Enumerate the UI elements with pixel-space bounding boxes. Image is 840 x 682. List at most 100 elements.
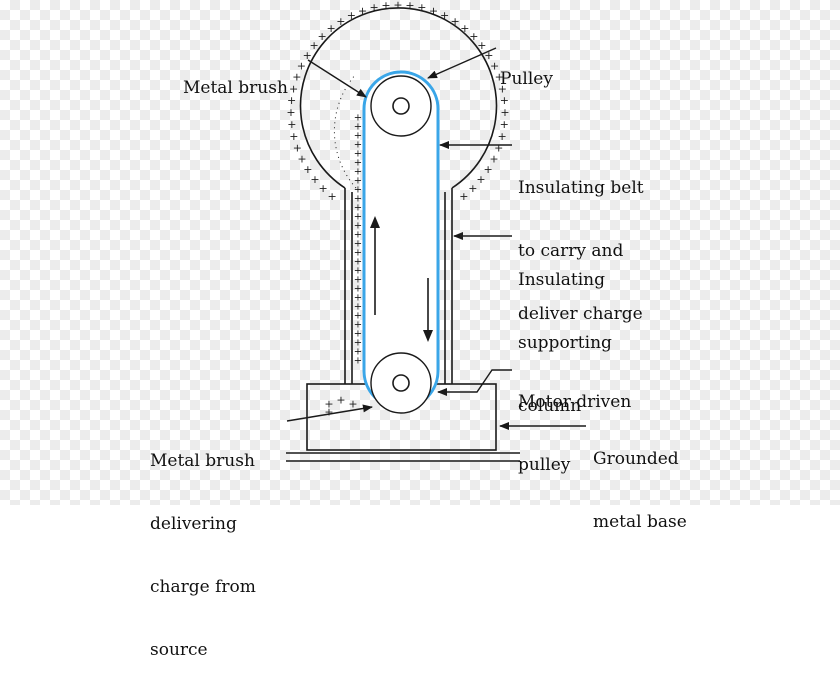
dome-charges: ++++++++++++++++++++++++++++++++++++++++…	[286, 0, 509, 203]
charge-plus-symbol: +	[354, 149, 362, 160]
charge-plus-symbol: +	[348, 398, 357, 411]
charge-plus-symbol: +	[354, 131, 362, 142]
label-insulating-column-line-3: column	[518, 396, 582, 416]
charge-plus-symbol: +	[489, 153, 498, 166]
label-insulating-belt-line-3: deliver charge	[518, 304, 643, 324]
charge-plus-symbol: +	[417, 1, 426, 14]
dome-inner-shell	[333, 73, 357, 189]
charge-plus-symbol: +	[354, 293, 362, 304]
leader-metal-brush-top	[307, 59, 367, 98]
charge-plus-symbol: +	[476, 173, 485, 186]
charge-plus-symbol: +	[460, 22, 469, 35]
charge-plus-symbol: +	[354, 311, 362, 322]
charge-plus-symbol: +	[468, 182, 477, 195]
charge-plus-symbol: +	[500, 106, 509, 119]
top-pulley-axle	[392, 97, 410, 115]
charge-plus-symbol: +	[354, 248, 362, 259]
belt-charges: ++++++++++++++++++++++++++++	[354, 113, 362, 367]
charge-plus-symbol: +	[500, 94, 509, 107]
charge-plus-symbol: +	[287, 94, 296, 107]
label-metal-brush-top-text: Metal brush	[183, 78, 288, 98]
charge-plus-symbol: +	[354, 347, 362, 358]
charge-plus-symbol: +	[310, 173, 319, 186]
charge-plus-symbol: +	[490, 60, 499, 73]
charge-plus-symbol: +	[354, 275, 362, 286]
charge-plus-symbol: +	[354, 320, 362, 331]
charge-plus-symbol: +	[497, 130, 506, 143]
charge-plus-symbol: +	[354, 302, 362, 313]
charge-plus-symbol: +	[429, 5, 438, 18]
charge-plus-symbol: +	[309, 39, 318, 52]
charge-plus-symbol: +	[405, 0, 414, 12]
label-pulley-text: Pulley	[500, 69, 553, 89]
label-grounded-base: Grounded metal base	[593, 407, 687, 554]
charge-plus-symbol: +	[354, 113, 362, 124]
charge-plus-symbol: +	[354, 185, 362, 196]
charge-plus-symbol: +	[324, 406, 333, 419]
bottom-pulley-axle	[392, 374, 410, 392]
charge-plus-symbol: +	[381, 0, 390, 12]
leader-motor-pulley	[437, 369, 512, 396]
charge-plus-symbol: +	[354, 203, 362, 214]
charge-plus-symbol: +	[354, 284, 362, 295]
label-insulating-column-line-1: Insulating	[518, 270, 606, 290]
label-insulating-belt-line-2: to carry and	[518, 241, 624, 261]
label-metal-brush-bottom-line-2: delivering	[150, 514, 237, 534]
charge-plus-symbol: +	[336, 15, 345, 28]
charge-plus-symbol: +	[292, 71, 301, 84]
charge-plus-symbol: +	[326, 22, 335, 35]
charge-plus-symbol: +	[336, 394, 345, 407]
label-insulating-belt: Insulating belt to carry and deliver cha…	[518, 136, 644, 346]
charge-plus-symbol: +	[289, 130, 298, 143]
charge-plus-symbol: +	[354, 212, 362, 223]
charge-plus-symbol: +	[477, 39, 486, 52]
charge-plus-symbol: +	[450, 15, 459, 28]
charge-plus-symbol: +	[297, 60, 306, 73]
charge-plus-symbol: +	[354, 158, 362, 169]
charge-plus-symbol: +	[297, 153, 306, 166]
charge-plus-symbol: +	[495, 71, 504, 84]
label-metal-brush-bottom-line-3: charge from	[150, 577, 256, 597]
charge-plus-symbol: +	[354, 194, 362, 205]
charge-plus-symbol: +	[494, 142, 503, 155]
charge-plus-symbol: +	[354, 140, 362, 151]
charge-plus-symbol: +	[440, 9, 449, 22]
label-grounded-base-line-2: metal base	[593, 512, 687, 532]
charge-plus-symbol: +	[354, 221, 362, 232]
charge-plus-symbol: +	[354, 356, 362, 367]
charge-plus-symbol: +	[289, 82, 298, 95]
charge-plus-symbol: +	[347, 9, 356, 22]
label-metal-brush-bottom: Metal brush delivering charge from sourc…	[150, 409, 256, 682]
label-motor-pulley-line-2: pulley	[518, 455, 571, 475]
charge-plus-symbol: +	[354, 239, 362, 250]
leader-metal-brush-bottom	[286, 404, 373, 422]
label-motor-pulley: Motor driven pulley	[518, 350, 631, 497]
charge-plus-symbol: +	[369, 1, 378, 14]
charge-plus-symbol: +	[393, 0, 402, 12]
conducting-dome	[299, 7, 498, 189]
charge-plus-symbol: +	[498, 82, 507, 95]
label-metal-brush-bottom-line-4: source	[150, 640, 208, 660]
label-metal-brush-bottom-line-1: Metal brush	[150, 451, 255, 471]
label-metal-brush-top: Metal brush	[183, 36, 288, 120]
charge-plus-symbol: +	[459, 190, 468, 203]
charge-plus-symbol: +	[483, 163, 492, 176]
charge-plus-symbol: +	[354, 167, 362, 178]
charge-plus-symbol: +	[327, 190, 336, 203]
charge-plus-symbol: +	[354, 230, 362, 241]
label-insulating-column: Insulating supporting column	[518, 228, 612, 438]
charge-plus-symbol: +	[303, 49, 312, 62]
charge-plus-symbol: +	[324, 398, 333, 411]
label-motor-pulley-line-1: Motor driven	[518, 392, 632, 412]
charge-plus-symbol: +	[317, 30, 326, 43]
charge-plus-symbol: +	[484, 49, 493, 62]
label-insulating-column-line-2: supporting	[518, 333, 612, 353]
charge-plus-symbol: +	[500, 118, 509, 131]
charge-plus-symbol: +	[358, 5, 367, 18]
label-pulley-top: Pulley	[500, 27, 553, 111]
charge-plus-symbol: +	[303, 163, 312, 176]
charge-plus-symbol: +	[354, 266, 362, 277]
label-insulating-belt-line-1: Insulating belt	[518, 178, 644, 198]
charge-plus-symbol: +	[286, 106, 295, 119]
base-charges: ++++	[324, 394, 357, 419]
